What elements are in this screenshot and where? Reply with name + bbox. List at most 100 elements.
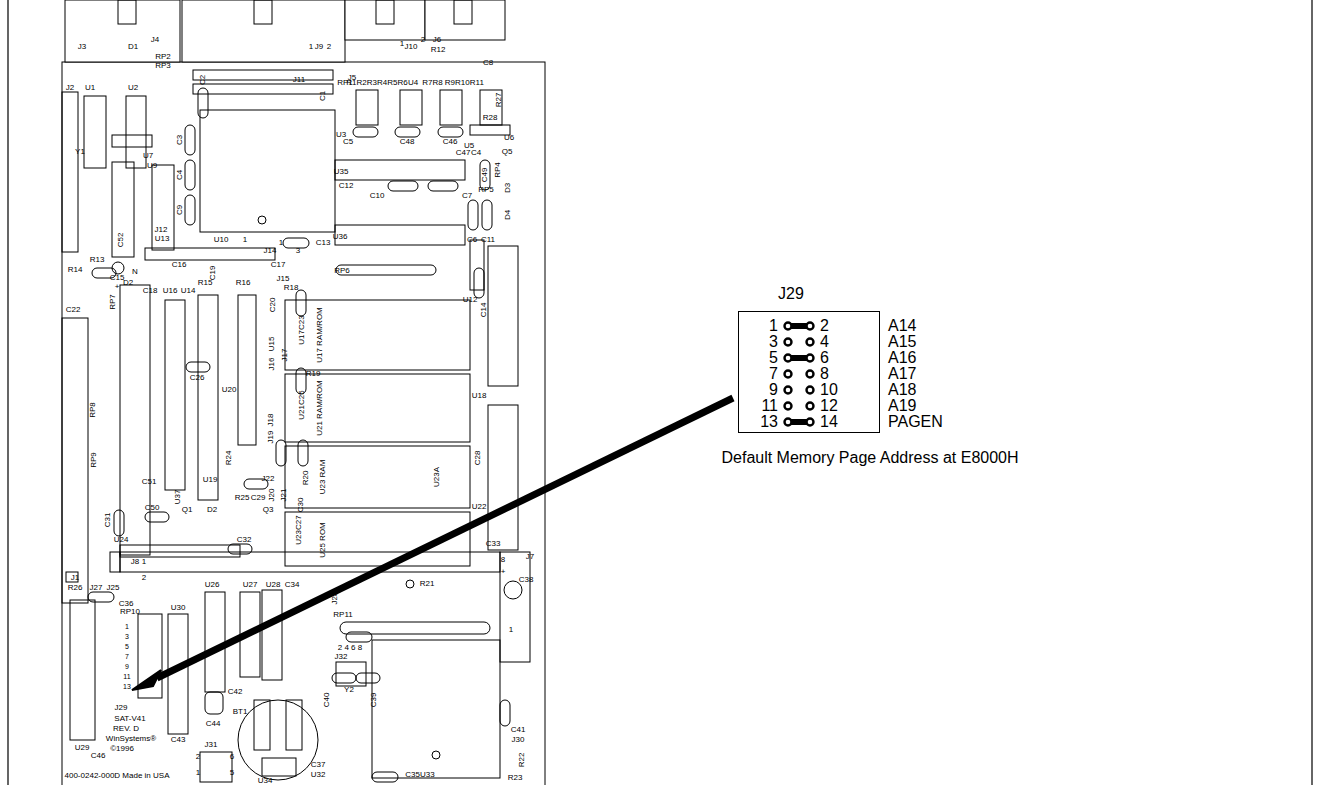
part-label: J1 — [71, 574, 79, 582]
part-label: C47 — [456, 149, 471, 157]
part-label: U7 — [143, 152, 153, 160]
pin-number: 13 — [760, 414, 778, 430]
part-label: C43 — [171, 736, 186, 744]
part-label: C32 — [237, 536, 252, 544]
part-label: R18 — [284, 284, 299, 292]
part-label: R1R2R3R4R5R6 — [346, 79, 407, 87]
jumper-pin — [807, 355, 814, 362]
part-label: R16 — [236, 279, 251, 287]
jumper-pin — [807, 371, 814, 378]
jumper-pin — [785, 355, 792, 362]
part-label: U29 — [75, 744, 90, 752]
pin-number: 13 — [123, 683, 131, 690]
part-label: J27 — [90, 584, 103, 592]
part-label: R14 — [68, 266, 83, 274]
part-label: 400-0242-000D Made in USA — [65, 772, 170, 780]
part-label: Y2 — [344, 686, 354, 694]
part-label: U15 — [268, 337, 276, 352]
part-label: C44 — [206, 720, 221, 728]
part-label: D2 — [207, 506, 217, 514]
part-label: C1 — [319, 91, 327, 101]
part-label: C11 — [481, 236, 495, 244]
pin-number: 11 — [761, 398, 778, 414]
part-label: J17 — [281, 349, 289, 362]
part-label: C13 — [316, 239, 331, 247]
part-label: 5 — [230, 769, 234, 777]
pin-number: 9 — [125, 663, 129, 670]
part-label: ©1996 — [110, 745, 134, 753]
part-label: C50 — [145, 504, 160, 512]
pin-number: 11 — [123, 673, 130, 680]
part-label: 1 — [279, 239, 283, 247]
part-label: U20 — [222, 386, 237, 394]
part-label: C40 — [323, 693, 331, 708]
part-label: RP8 — [89, 402, 97, 418]
block-heading: J29 — [778, 286, 804, 302]
pin-number: 5 — [125, 643, 129, 650]
part-label: J9 — [315, 43, 323, 51]
part-label: C20 — [269, 298, 277, 313]
jumper-pin — [785, 419, 792, 426]
part-label: 2 — [421, 36, 425, 44]
part-label: C34 — [285, 581, 300, 589]
part-label: C8 — [483, 59, 493, 67]
part-label: C4 — [176, 170, 184, 180]
pin-number: 7 — [125, 653, 129, 660]
part-label: BT1 — [233, 708, 248, 716]
part-label: C36 — [119, 600, 134, 608]
part-label: U17C23 — [298, 315, 306, 344]
part-label: C35U33 — [405, 771, 434, 779]
part-label: U30 — [171, 604, 186, 612]
pin-number: 9 — [769, 382, 778, 398]
part-label: J25 — [107, 584, 120, 592]
pin-number: 14 — [820, 414, 838, 430]
part-label: J14 — [264, 247, 277, 255]
part-label: J18 — [267, 414, 275, 427]
part-label: R23 — [508, 774, 523, 782]
part-label: U25 ROM — [319, 522, 327, 558]
part-label: J15 — [277, 275, 290, 283]
part-label: J4 — [151, 36, 159, 44]
part-label: RP11 — [333, 611, 352, 619]
part-label: R22 — [518, 753, 526, 768]
part-label: R25 — [235, 494, 250, 502]
part-label: J10 — [405, 43, 418, 51]
part-label: J8 — [131, 558, 139, 566]
part-label: REV. D — [113, 725, 139, 733]
part-label: J29 — [115, 704, 128, 712]
part-label: RP7 — [109, 294, 117, 310]
part-label: R28 — [483, 114, 498, 122]
part-label: J31 — [205, 741, 218, 749]
part-label: U14 — [181, 287, 196, 295]
pin-number: 5 — [769, 350, 778, 366]
jumper-pin — [785, 339, 792, 346]
part-label: U6 — [504, 134, 514, 142]
part-label: D3 — [504, 183, 512, 193]
part-label: C2 — [199, 75, 207, 85]
part-label: C10 — [370, 192, 385, 200]
part-label: C39 — [370, 693, 378, 708]
part-label: SAT-V41 — [114, 715, 145, 723]
signal-name: A18 — [888, 382, 916, 398]
part-label: U24 — [114, 536, 129, 544]
part-label: U26 — [205, 581, 220, 589]
part-label: J11 — [293, 76, 305, 84]
part-label: U35 — [334, 168, 349, 176]
part-label: J32 — [335, 653, 348, 661]
part-label: D4 — [504, 210, 512, 220]
part-label: U32 — [311, 771, 326, 779]
part-label: C5 — [343, 138, 353, 146]
part-label: C26 — [190, 374, 205, 382]
part-label: C29 — [251, 494, 266, 502]
part-label: U36 — [333, 233, 348, 241]
part-label: + — [115, 283, 120, 291]
part-label: U19 — [203, 476, 218, 484]
pin-number: 8 — [820, 366, 829, 382]
signal-name: A14 — [888, 318, 916, 334]
part-label: 1 — [142, 558, 146, 566]
jumper-block: J29 — [738, 311, 880, 433]
part-label: U18 — [472, 392, 487, 400]
part-label: J6 — [433, 36, 441, 44]
part-label: U34 — [258, 777, 273, 785]
part-label: Q1 — [182, 506, 193, 514]
